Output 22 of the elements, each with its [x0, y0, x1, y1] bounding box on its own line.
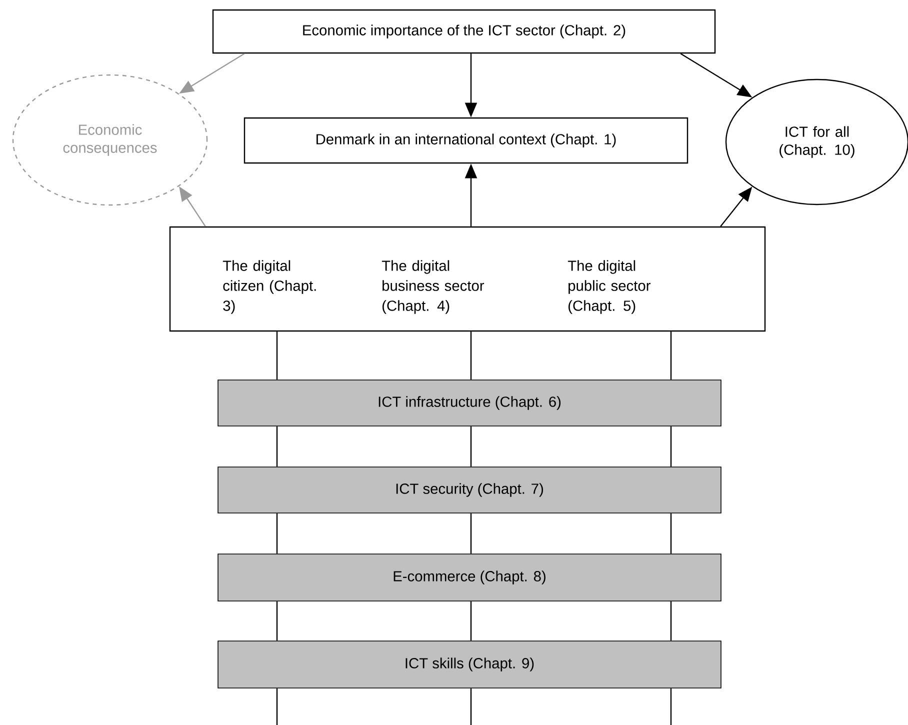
- connector-line: [470, 426, 472, 467]
- connector-line: [670, 601, 672, 641]
- connector-line: [670, 688, 672, 725]
- chapter-box: Economic importance of the ICT sector (Chapt. 2): [212, 9, 716, 54]
- connector-line: [276, 513, 278, 554]
- connector-line: [276, 601, 278, 641]
- connector-line: [470, 513, 472, 554]
- chapter-box: Denmark in an international context (Chapt. 1): [244, 117, 688, 164]
- topic-bar: E-commerce (Chapt. 8): [218, 554, 722, 602]
- connector-line: [276, 426, 278, 467]
- connector-line: [670, 426, 672, 467]
- connector-line: [670, 513, 672, 554]
- chapter-box: The digital citizen (Chapt. 3) The digital business sector (Chapt. 4) The digital public sector (Chapt. 5): [169, 226, 766, 332]
- connector-line: [276, 332, 278, 380]
- connector-line: [470, 601, 472, 641]
- connector-line: [276, 688, 278, 725]
- topic-bar: ICT infrastructure (Chapt. 6): [218, 380, 722, 426]
- connector-line: [470, 332, 472, 380]
- topic-bar: ICT skills (Chapt. 9): [218, 640, 722, 688]
- connector-line: [670, 332, 672, 380]
- topic-bar: ICT security (Chapt. 7): [218, 466, 722, 514]
- connector-line: [470, 688, 472, 725]
